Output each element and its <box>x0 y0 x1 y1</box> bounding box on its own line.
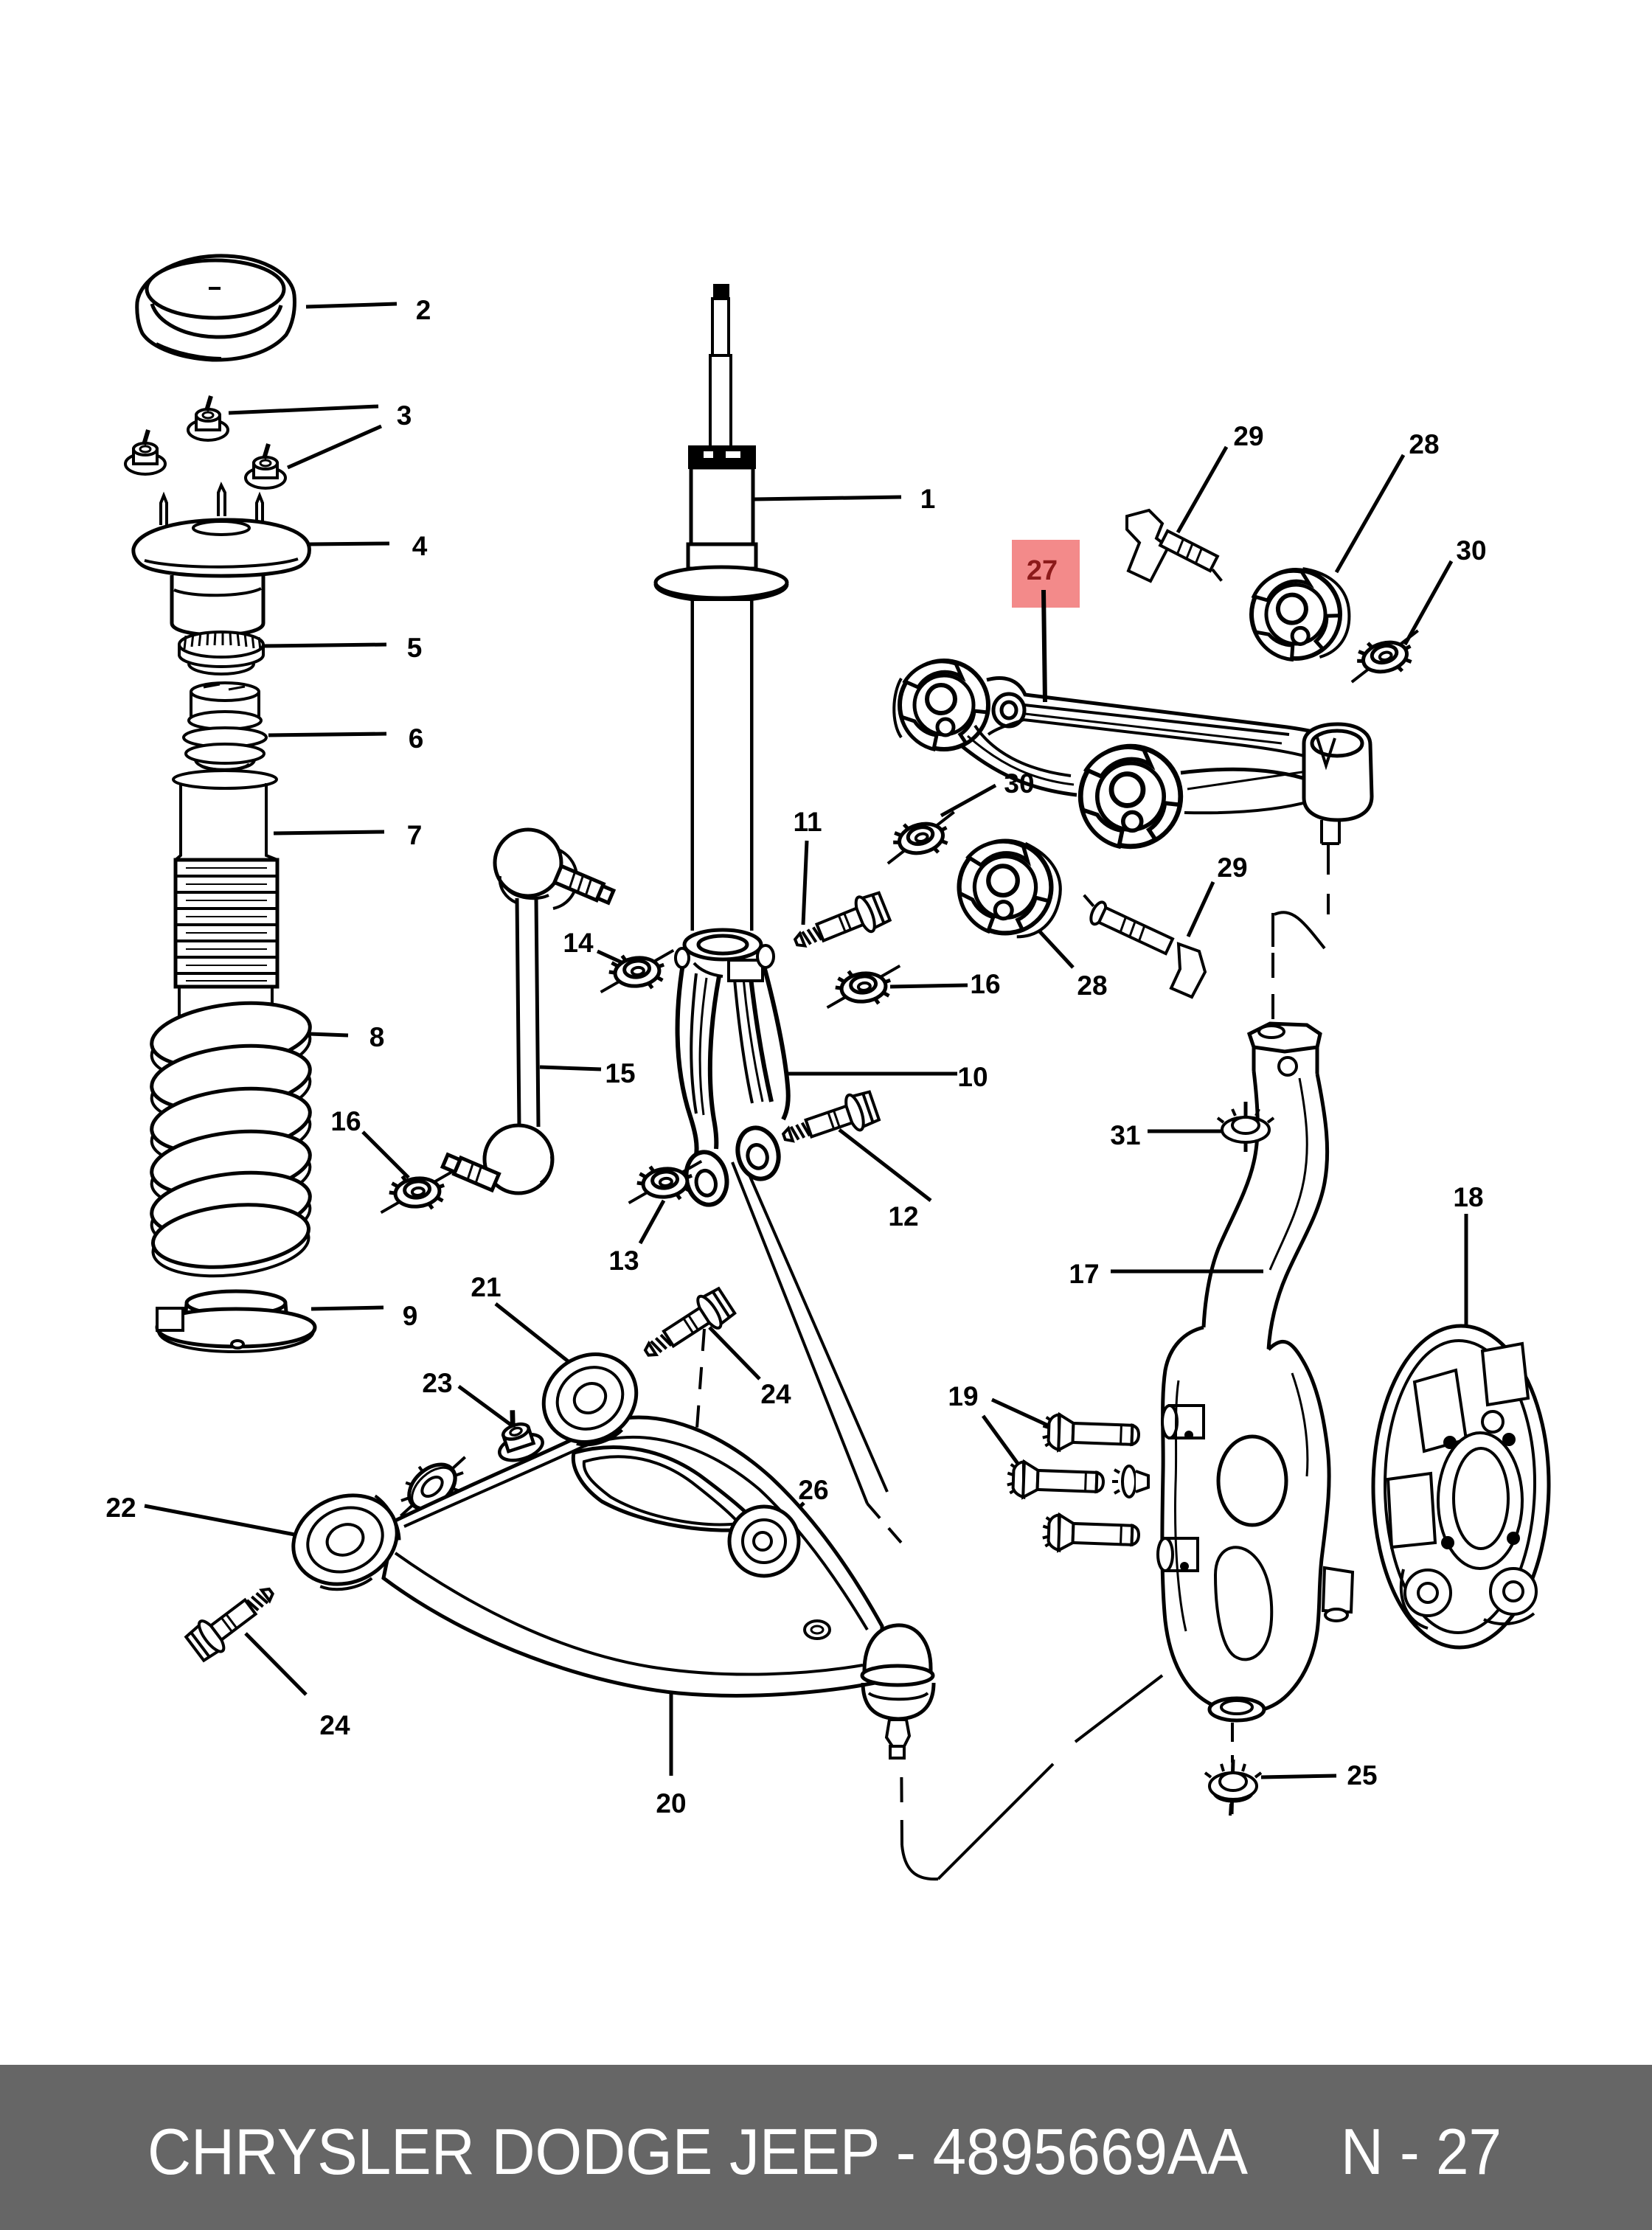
svg-text:14: 14 <box>563 928 594 958</box>
svg-text:20: 20 <box>656 1788 686 1819</box>
svg-text:9: 9 <box>403 1301 418 1331</box>
svg-text:24: 24 <box>319 1710 350 1740</box>
svg-text:24: 24 <box>760 1379 791 1409</box>
svg-text:7: 7 <box>407 820 423 850</box>
svg-text:CHRYSLER DODGE JEEP - 4895669A: CHRYSLER DODGE JEEP - 4895669AA <box>148 2115 1248 2188</box>
svg-text:31: 31 <box>1110 1120 1140 1150</box>
svg-text:19: 19 <box>948 1381 978 1411</box>
svg-text:29: 29 <box>1217 852 1247 883</box>
svg-text:6: 6 <box>409 723 424 754</box>
svg-text:3: 3 <box>397 400 412 431</box>
svg-text:11: 11 <box>793 807 822 837</box>
svg-text:26: 26 <box>798 1475 828 1505</box>
svg-text:27: 27 <box>1027 555 1058 586</box>
svg-text:18: 18 <box>1453 1182 1483 1212</box>
svg-text:12: 12 <box>888 1201 918 1232</box>
svg-text:4: 4 <box>412 531 428 561</box>
svg-text:30: 30 <box>1456 535 1486 566</box>
svg-text:23: 23 <box>422 1368 452 1398</box>
svg-text:1: 1 <box>920 484 936 514</box>
svg-text:16: 16 <box>330 1106 361 1136</box>
svg-text:N - 27: N - 27 <box>1341 2115 1502 2188</box>
svg-text:28: 28 <box>1409 429 1439 459</box>
svg-text:13: 13 <box>608 1246 639 1276</box>
svg-text:17: 17 <box>1069 1259 1099 1289</box>
svg-text:22: 22 <box>105 1493 136 1523</box>
svg-text:28: 28 <box>1077 970 1107 1001</box>
svg-text:10: 10 <box>957 1062 988 1092</box>
svg-text:8: 8 <box>369 1022 385 1052</box>
svg-text:15: 15 <box>605 1058 635 1088</box>
svg-text:16: 16 <box>970 969 1000 999</box>
svg-text:2: 2 <box>416 295 431 325</box>
svg-text:5: 5 <box>407 633 423 663</box>
svg-text:25: 25 <box>1347 1760 1377 1790</box>
svg-text:21: 21 <box>471 1272 501 1302</box>
svg-text:29: 29 <box>1233 421 1263 451</box>
